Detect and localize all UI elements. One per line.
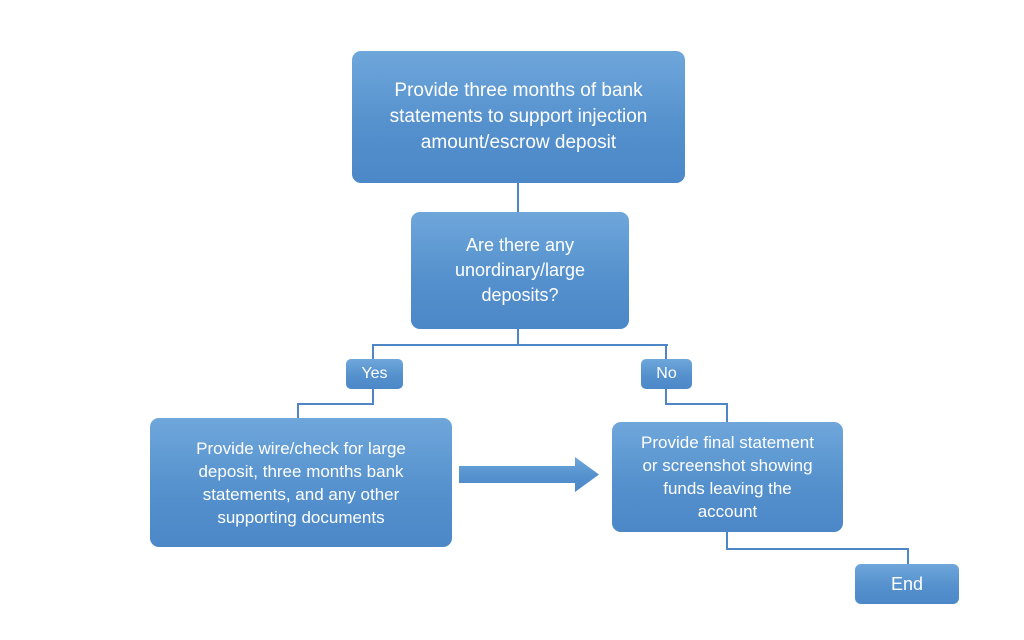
branch-label-yes: Yes bbox=[346, 359, 403, 389]
branch-label-no: No bbox=[641, 359, 692, 389]
flow-node-no-action: Provide final statement or screenshot sh… bbox=[612, 422, 843, 532]
connector-start-decision bbox=[517, 183, 519, 212]
connector-decision-stub bbox=[517, 329, 519, 345]
flow-node-yes-action: Provide wire/check for large deposit, th… bbox=[150, 418, 452, 547]
flow-node-decision: Are there any unordinary/large deposits? bbox=[411, 212, 629, 329]
connector-branch-horizontal bbox=[372, 344, 668, 346]
connector-no-drop bbox=[726, 403, 728, 422]
flow-node-start: Provide three months of bank statements … bbox=[352, 51, 685, 183]
flow-node-end: End bbox=[855, 564, 959, 604]
connector-end-horizontal bbox=[726, 548, 909, 550]
connector-noaction-stub bbox=[726, 532, 728, 550]
connector-end-drop bbox=[907, 548, 909, 564]
flow-arrow bbox=[459, 457, 599, 492]
connector-no-jog bbox=[665, 403, 728, 405]
connector-yes-jog bbox=[297, 403, 374, 405]
connector-yes-drop bbox=[297, 403, 299, 418]
